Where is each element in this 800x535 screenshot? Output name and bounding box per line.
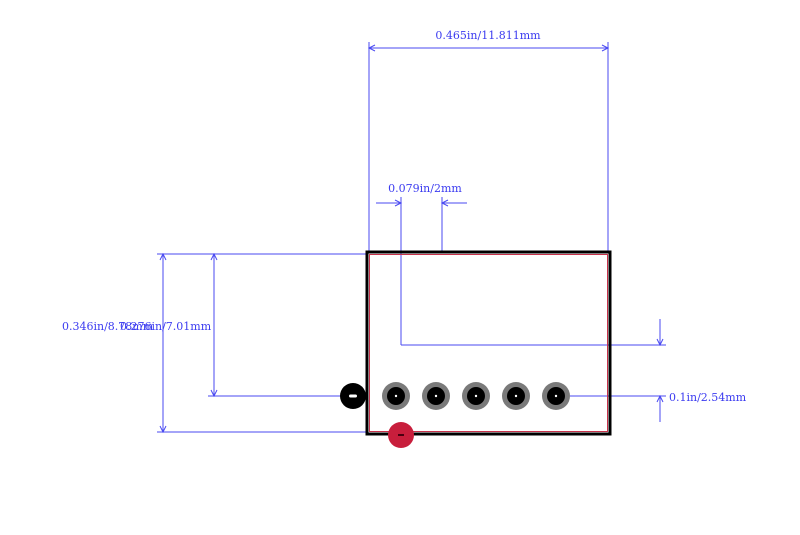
pitch-dimension: 0.079in/2mm — [376, 182, 467, 345]
pin1-marker — [340, 383, 366, 409]
pad-1 — [382, 382, 410, 410]
row-offset-dimension: 0.1in/2.54mm — [401, 319, 747, 422]
height-overall-label: 0.346in/8.78mm — [62, 320, 154, 333]
width-label: 0.465in/11.811mm — [435, 29, 541, 42]
pad-row — [382, 382, 570, 410]
width-dimension: 0.465in/11.811mm — [367, 29, 610, 252]
origin-marker — [388, 422, 414, 448]
height-dimensions: 0.346in/8.78mm 0.276in/7.01mm — [62, 252, 368, 434]
pad-4 — [502, 382, 530, 410]
height-inner-label: 0.276in/7.01mm — [120, 320, 212, 333]
pad-5 — [542, 382, 570, 410]
pad-3 — [462, 382, 490, 410]
row-offset-label: 0.1in/2.54mm — [669, 391, 747, 404]
component-outline — [365, 250, 612, 436]
pitch-label: 0.079in/2mm — [388, 182, 462, 195]
pad-2 — [422, 382, 450, 410]
